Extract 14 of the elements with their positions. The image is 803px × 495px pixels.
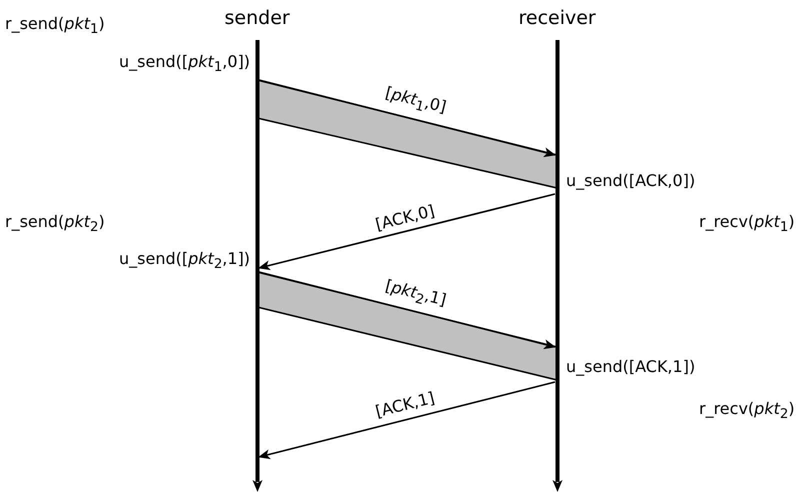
event-label: r_recv(pkt$_{1}$) — [699, 212, 795, 238]
event-label: u_send([pkt$_{1}$,0]) — [119, 52, 250, 78]
message-arrow — [258, 381, 556, 460]
message-arrow — [258, 193, 556, 270]
event-label: u_send([ACK,1]) — [566, 357, 696, 377]
event-label: u_send([pkt$_{2}$,1]) — [119, 249, 250, 274]
event-label: r_send(pkt$_{1}$) — [5, 14, 105, 40]
lifeline-title: receiver — [518, 7, 596, 29]
lifeline-title: sender — [224, 7, 290, 29]
event-label: r_recv(pkt$_{2}$) — [699, 399, 795, 424]
event-label: r_send(pkt$_{2}$) — [5, 212, 105, 238]
event-label: u_send([ACK,0]) — [566, 171, 696, 191]
message-arrow — [258, 271, 556, 350]
message-arrow — [258, 79, 556, 158]
